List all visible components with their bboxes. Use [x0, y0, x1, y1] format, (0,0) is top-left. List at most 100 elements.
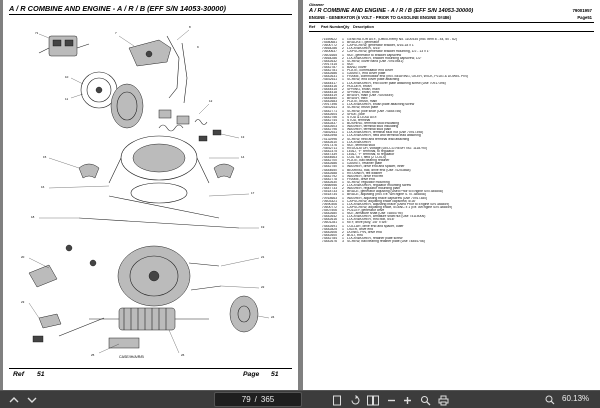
part-number: 74842778: [321, 177, 337, 181]
part-number: 74842686: [321, 162, 337, 166]
part-number: 74842784: [321, 237, 337, 240]
part-number: 74842781: [321, 69, 337, 73]
part-description: SCREW, pole shoe (Use 74854756): [347, 109, 402, 113]
part-number: 74842688: [321, 171, 337, 175]
header-divider: [309, 22, 594, 23]
part-qty: 1: [342, 171, 344, 175]
part-number: 74842606: [321, 230, 337, 234]
section-subtitle: ENGINE - GENERATOR (6 VOLT - PRIOR TO GA…: [309, 15, 451, 20]
part-qty: 1: [342, 221, 344, 225]
part-qty: 1: [342, 227, 344, 231]
page-indicator[interactable]: 79 / 365: [214, 392, 302, 407]
part-number: 70600772: [321, 44, 337, 48]
part-qty: 1: [342, 146, 344, 150]
columns-divider: [309, 31, 594, 32]
part-description: NUT, terminal stud: [347, 143, 375, 147]
commutator-end-frame-drawing: [80, 71, 144, 129]
page-reference: Page51: [577, 15, 592, 20]
callout: 19: [261, 225, 265, 229]
part-description: LOCKWASHER, brush plate attaching screw: [347, 103, 415, 107]
part-number: 70600772: [321, 205, 337, 209]
part-number: 74842604: [321, 112, 337, 116]
part-description: BRUSH, third: [347, 97, 368, 101]
callout: 13: [241, 135, 245, 139]
part-qty: 1: [342, 149, 344, 153]
zoom-out-button[interactable]: [384, 393, 398, 407]
part-number: 74507506: [321, 209, 337, 213]
zoom-level[interactable]: 60.13%: [562, 394, 590, 403]
footer-page-value: 51: [271, 371, 279, 378]
part-description: NUT: [347, 62, 354, 66]
part-qty: 1: [342, 103, 344, 107]
page-down-button[interactable]: [24, 393, 40, 407]
viewer-toolbar: 79 / 365 60.13%: [0, 390, 600, 408]
zoom-in-button[interactable]: [400, 393, 414, 407]
part-qty: 1: [342, 62, 344, 66]
part-number: 74844415: [321, 87, 337, 91]
callout: 26: [181, 353, 185, 357]
part-description: CAPSCREW, generator bracket, 5/16-18 x 1: [347, 44, 414, 48]
part-description: LOCKWASHER, end cover plate attaching sc…: [347, 81, 446, 85]
part-description: FRAME, drive end: [347, 177, 375, 181]
callout: 16: [41, 185, 45, 189]
current-page[interactable]: 79: [241, 395, 251, 404]
part-qty: 1: [342, 205, 344, 209]
column-qty: Qty: [343, 25, 350, 29]
callout: 25: [91, 353, 95, 357]
pulley-drawing: [229, 295, 259, 333]
two-page-icon: [367, 395, 379, 405]
part-number: 74842691: [321, 224, 337, 228]
two-page-view-button[interactable]: [366, 393, 380, 407]
part-number: 74842611: [322, 78, 337, 82]
part-description: SPRING, brush, third: [347, 90, 379, 94]
part-number: 74842375: [321, 149, 337, 153]
part-qty: 1: [342, 190, 344, 194]
part-number: 74518733: [321, 190, 337, 194]
part-qty: 1: [342, 78, 344, 82]
print-button[interactable]: [436, 393, 450, 407]
callout: 24: [271, 315, 275, 319]
right-page: Gleaner A / R COMBINE AND ENGINE - A / R…: [303, 0, 600, 390]
callout: 9: [197, 45, 199, 49]
part-description: SCREW, cover band (Use 70919841): [347, 59, 404, 63]
part-qty: 1: [342, 72, 344, 76]
part-qty: 3: [342, 106, 344, 110]
part-qty: 1: [342, 118, 344, 122]
fit-page-button[interactable]: [330, 393, 344, 407]
rotate-icon: [351, 394, 359, 404]
part-number: 70664286: [321, 47, 337, 51]
part-number: 74844419: [321, 93, 337, 97]
part-description: LOCKWASHER, retainer plate screw: [347, 237, 403, 240]
part-description: BUSHING, terminal stud insulating: [347, 121, 400, 125]
search-button[interactable]: [418, 393, 432, 407]
part-number: 74842837: [321, 121, 337, 125]
part-qty: 1: [342, 81, 344, 85]
rotate-button[interactable]: [348, 393, 362, 407]
drive-end-frame-drawing: [117, 245, 222, 307]
part-description: RETAINER, felt washer: [347, 171, 383, 175]
part-description: WASHER, drive end and spacer, inner: [347, 165, 405, 169]
part-number: 74842616: [321, 218, 337, 222]
bracket-drawing: [128, 35, 188, 104]
page-up-button[interactable]: [6, 393, 22, 407]
zoom-menu-button[interactable]: [543, 393, 557, 407]
callout-numbers: 71 7 8 9 10 11 12 13 14 15 16 17 18 19 2…: [21, 25, 275, 357]
part-qty: 1: [342, 199, 344, 203]
part-qty: 1: [342, 41, 344, 45]
part-qty: 2: [342, 84, 344, 88]
field-frame-drawing: [78, 135, 240, 229]
part-qty: 1: [342, 143, 344, 147]
print-icon: [438, 395, 448, 405]
part-qty: 2: [342, 233, 344, 237]
part-description: SHOE, pole: [347, 112, 365, 116]
part-number: 74842598: [321, 134, 337, 138]
